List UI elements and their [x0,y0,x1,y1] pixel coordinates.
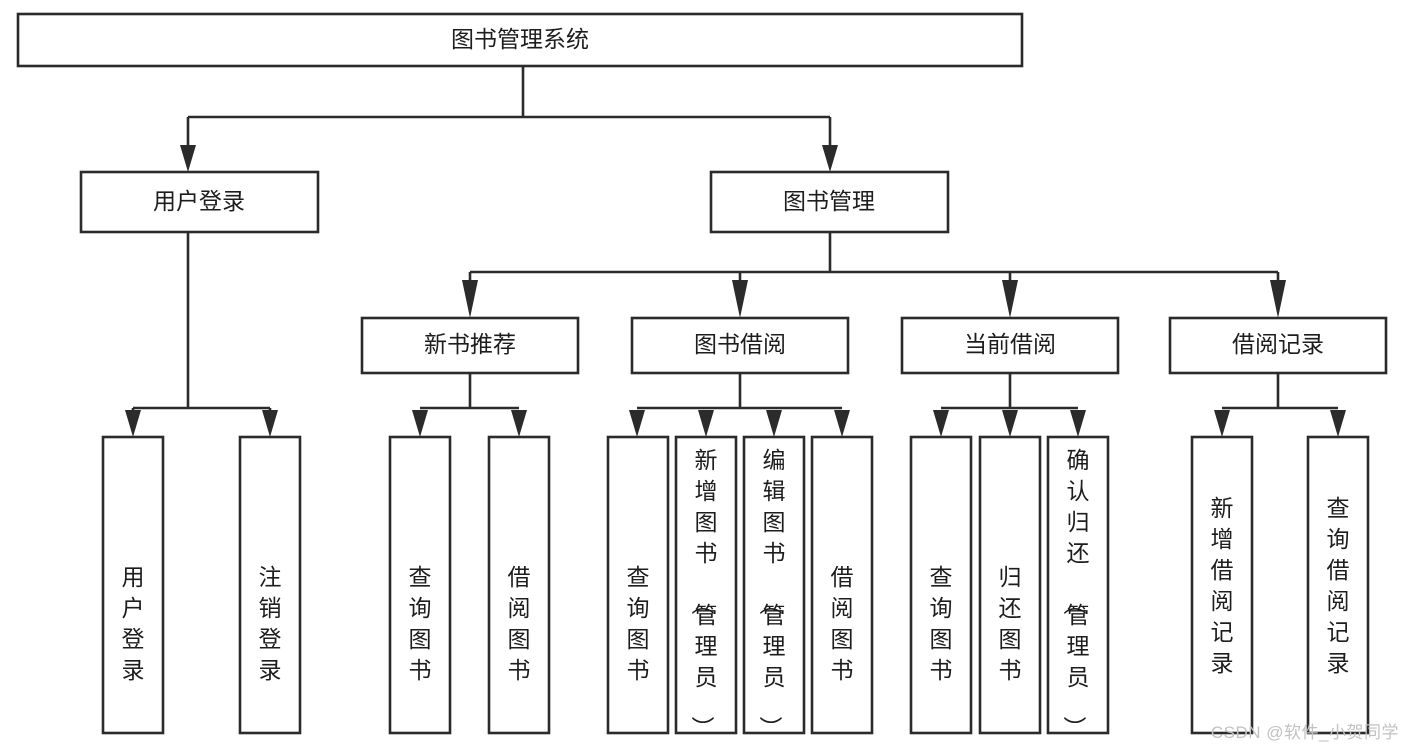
arrow-leaf-query-book-2-icon [629,410,645,437]
node-leaf-borrow-book-1-box[interactable] [487,435,551,735]
arrow-leaf-query-book-1-icon [412,410,428,437]
node-user-login-label: 用户登录 [153,188,245,214]
node-leaf-logout[interactable]: 注销登录 [238,435,302,735]
arrow-to-current-borrow-icon [1002,280,1018,318]
arrow-leaf-edit-book-icon [766,410,782,437]
arrow-to-new-book-rec-icon [462,280,478,318]
node-leaf-confirm-return[interactable]: 确认归还（管理员） [1046,435,1110,739]
node-leaf-confirm-return-box[interactable] [1046,435,1110,735]
node-current-borrow-label: 当前借阅 [964,331,1056,357]
node-leaf-add-record-box[interactable] [1190,435,1254,735]
node-leaf-add-book[interactable]: 新增图书（管理员） [674,435,738,739]
node-leaf-borrow-book-2[interactable]: 借阅图书 [810,435,874,735]
node-leaf-return-book[interactable]: 归还图书 [978,435,1042,735]
node-leaf-user-login-label: 用户登录 [122,564,145,683]
arrow-leaf-add-record-icon [1214,410,1230,437]
arrow-to-book-borrow-icon [732,280,748,318]
node-leaf-edit-book-label: 编辑图书（管理员） [758,447,786,739]
node-leaf-return-book-box[interactable] [978,435,1042,735]
arrow-leaf-return-book-icon [1002,410,1018,437]
node-book-borrow-box[interactable] [630,316,850,375]
node-book-manage[interactable]: 图书管理 [709,170,950,234]
edges-layer [125,66,1346,437]
node-borrow-record-label: 借阅记录 [1232,331,1324,357]
node-leaf-confirm-return-label: 确认归还（管理员） [1062,447,1090,739]
node-leaf-user-login-box[interactable] [101,435,165,735]
node-leaf-query-record[interactable]: 查询借阅记录 [1306,435,1370,735]
node-borrow-record[interactable]: 借阅记录 [1168,316,1388,375]
node-new-book-rec-box[interactable] [360,316,580,375]
node-leaf-query-book-1-box[interactable] [388,435,452,735]
node-leaf-logout-box[interactable] [238,435,302,735]
node-leaf-edit-book-box[interactable] [742,435,806,735]
arrow-leaf-borrow-book-1-icon [511,410,527,437]
node-book-borrow-label: 图书借阅 [694,331,786,357]
node-leaf-borrow-book-1-label: 借阅图书 [508,564,531,683]
arrow-leaf-user-login-icon [125,410,141,437]
node-current-borrow-box[interactable] [900,316,1120,375]
arrow-to-user-login-icon [180,145,196,172]
node-leaf-borrow-book-1[interactable]: 借阅图书 [487,435,551,735]
node-root[interactable]: 图书管理系统 [16,12,1024,68]
node-leaf-query-book-1-label: 查询图书 [409,564,432,683]
node-leaf-query-book-1[interactable]: 查询图书 [388,435,452,735]
arrow-leaf-confirm-return-icon [1070,410,1086,437]
node-root-box[interactable] [16,12,1024,68]
node-borrow-record-box[interactable] [1168,316,1388,375]
node-book-borrow[interactable]: 图书借阅 [630,316,850,375]
node-leaf-return-book-label: 归还图书 [999,564,1022,683]
arrow-leaf-logout-icon [262,410,278,437]
node-user-login[interactable]: 用户登录 [79,170,320,234]
node-leaf-query-book-3-box[interactable] [909,435,973,735]
node-user-login-box[interactable] [79,170,320,234]
node-book-manage-label: 图书管理 [783,188,875,214]
node-root-label: 图书管理系统 [451,26,589,52]
node-leaf-query-book-2-label: 查询图书 [627,564,650,683]
node-leaf-borrow-book-2-label: 借阅图书 [831,564,854,683]
node-leaf-query-book-2[interactable]: 查询图书 [606,435,670,735]
node-leaf-add-record[interactable]: 新增借阅记录 [1190,435,1254,735]
node-leaf-logout-label: 注销登录 [259,564,282,683]
node-leaf-query-record-box[interactable] [1306,435,1370,735]
arrow-to-borrow-record-icon [1270,280,1286,318]
node-leaf-user-login[interactable]: 用户登录 [101,435,165,735]
leaf-nodes-layer: 用户登录 注销登录 查询图书 借阅图书 查询图书 新增图书（管理员） [101,435,1370,739]
arrow-leaf-add-book-icon [698,410,714,437]
node-leaf-query-book-3-label: 查询图书 [930,564,953,683]
node-current-borrow[interactable]: 当前借阅 [900,316,1120,375]
arrow-leaf-query-book-3-icon [933,410,949,437]
node-leaf-edit-book[interactable]: 编辑图书（管理员） [742,435,806,739]
arrow-leaf-query-record-icon [1330,410,1346,437]
node-leaf-query-book-3[interactable]: 查询图书 [909,435,973,735]
node-new-book-rec[interactable]: 新书推荐 [360,316,580,375]
csdn-watermark: CSDN @软件_小贺同学 [1210,723,1399,742]
arrow-leaf-borrow-book-2-icon [834,410,850,437]
node-leaf-borrow-book-2-box[interactable] [810,435,874,735]
node-new-book-rec-label: 新书推荐 [424,331,516,357]
node-leaf-add-book-box[interactable] [674,435,738,735]
node-leaf-query-book-2-box[interactable] [606,435,670,735]
arrow-to-book-manage-icon [822,145,838,172]
node-book-manage-box[interactable] [709,170,950,234]
node-leaf-add-record-label: 新增借阅记录 [1211,495,1234,676]
node-leaf-query-record-label: 查询借阅记录 [1327,495,1350,676]
node-leaf-add-book-label: 新增图书（管理员） [690,447,718,739]
